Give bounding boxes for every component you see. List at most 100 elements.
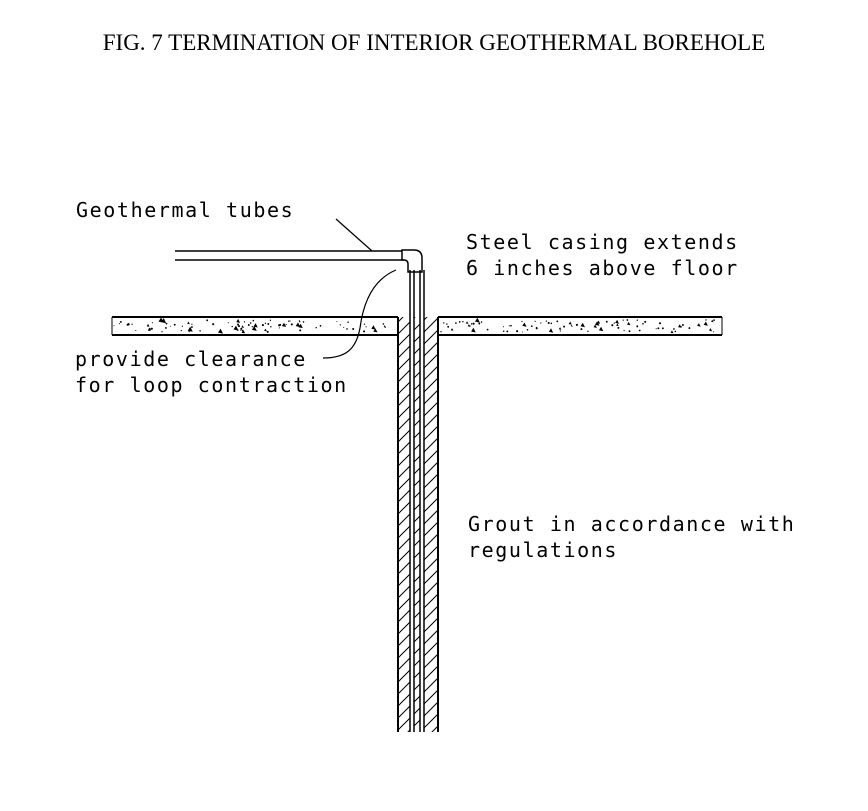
concrete-aggregate-dot [253, 323, 258, 328]
concrete-aggregate-dot [545, 320, 548, 322]
concrete-aggregate-dot [658, 322, 662, 325]
concrete-aggregate-dot [627, 321, 631, 326]
figure-title: FIG. 7 TERMINATION OF INTERIOR GEOTHERMA… [102, 30, 766, 55]
concrete-aggregate-dot [191, 323, 193, 325]
concrete-aggregate-dot [521, 331, 523, 333]
concrete-aggregate-dot [371, 325, 376, 330]
concrete-aggregate-dot [363, 330, 366, 333]
concrete-aggregate-dot [164, 326, 167, 329]
geothermal-tubes-leader [335, 218, 373, 252]
concrete-aggregate-dot [571, 325, 573, 327]
concrete-aggregate-dot [382, 323, 385, 325]
concrete-aggregate-dot [233, 325, 239, 331]
concrete-aggregate-dot [249, 322, 252, 324]
concrete-aggregate-dot [118, 323, 120, 325]
concrete-aggregate-dot [206, 319, 209, 322]
label-grout-line1: Grout in accordance with [468, 512, 795, 536]
concrete-aggregate-dot [580, 328, 583, 331]
concrete-aggregate-dot [252, 319, 255, 322]
concrete-aggregate-dot [580, 322, 585, 328]
concrete-aggregate-dot [540, 322, 542, 324]
tube-elbow [401, 249, 423, 273]
concrete-aggregate-dot [711, 319, 714, 323]
concrete-aggregate-dot [241, 325, 244, 328]
concrete-aggregate-dot [266, 330, 269, 333]
concrete-aggregate-dot [150, 327, 153, 330]
concrete-aggregate-dot [173, 323, 176, 326]
concrete-aggregate-dot [247, 324, 250, 326]
concrete-aggregate-dot [622, 319, 624, 321]
label-steel-casing-line1: Steel casing extends [466, 230, 739, 254]
concrete-aggregate-dot [636, 319, 638, 321]
concrete-aggregate-dot [475, 317, 480, 323]
concrete-aggregate-dot [346, 328, 348, 330]
concrete-aggregate-dot [231, 325, 233, 328]
concrete-aggregate-dot [710, 330, 712, 332]
concrete-aggregate-dot [187, 326, 193, 332]
concrete-aggregate-dot [661, 327, 664, 330]
concrete-aggregate-dot [526, 328, 529, 331]
concrete-aggregate-dot [628, 330, 631, 333]
concrete-aggregate-dot [670, 330, 674, 334]
concrete-aggregate-dot [131, 323, 133, 325]
concrete-aggregate-dot [550, 322, 552, 324]
concrete-aggregate-dot [570, 324, 572, 326]
concrete-aggregate-dot [113, 325, 115, 327]
concrete-aggregate-dot [506, 330, 509, 333]
concrete-aggregate-dot [674, 330, 677, 333]
concrete-floor-slab [111, 316, 723, 336]
concrete-aggregate-dot [383, 325, 386, 327]
concrete-aggregate-dot [199, 330, 201, 332]
concrete-aggregate-dot [502, 326, 505, 328]
concrete-aggregate-dot [384, 326, 386, 328]
concrete-aggregate-dot [289, 320, 291, 322]
concrete-aggregate-dot [458, 321, 461, 323]
concrete-aggregate-dot [548, 328, 554, 333]
concrete-aggregate-dot [352, 327, 355, 331]
concrete-aggregate-dot [595, 321, 600, 326]
concrete-aggregate-dot [697, 323, 701, 327]
borehole-walls [397, 317, 439, 732]
concrete-aggregate-dot [480, 321, 483, 323]
concrete-aggregate-dot [563, 325, 566, 328]
concrete-aggregate-dot [556, 320, 559, 323]
concrete-aggregate-dot [673, 328, 675, 330]
concrete-aggregate-dot [299, 321, 301, 323]
concrete-aggregate-dot [241, 329, 246, 334]
concrete-aggregate-dot [467, 324, 471, 327]
concrete-aggregate-dot [365, 326, 367, 328]
concrete-aggregate-dot [703, 321, 708, 326]
geothermal-tubes [175, 249, 425, 732]
concrete-aggregate-dot [180, 329, 182, 332]
concrete-aggregate-dot [681, 324, 684, 326]
concrete-aggregate-dot [278, 324, 281, 327]
concrete-aggregate-dot [315, 326, 317, 329]
concrete-aggregate-dot [181, 325, 184, 327]
concrete-aggregate-dot [295, 322, 301, 327]
concrete-aggregate-dot [127, 323, 130, 326]
grout-left-band [398, 317, 410, 732]
concrete-aggregate-dot [373, 328, 378, 333]
concrete-aggregate-dot [657, 327, 660, 330]
concrete-aggregate-dot [440, 331, 442, 333]
concrete-aggregate-dot [502, 330, 505, 333]
clearance-leader [322, 269, 397, 359]
concrete-aggregate-dot [188, 330, 190, 333]
concrete-aggregate-dot [558, 327, 562, 330]
concrete-aggregate-dot [148, 327, 152, 330]
concrete-aggregate-dot [443, 322, 445, 324]
concrete-aggregate-dot [285, 324, 287, 326]
concrete-aggregate-dot [236, 318, 241, 323]
concrete-aggregate-dot [212, 323, 215, 326]
concrete-aggregate-dot [522, 322, 527, 327]
concrete-aggregate-dot [559, 330, 561, 332]
grout-center-band [414, 317, 420, 732]
concrete-aggregate-dot [465, 321, 469, 324]
concrete-aggregate-dot [644, 320, 647, 323]
concrete-aggregate-dot [227, 322, 229, 324]
concrete-aggregate-dot [547, 321, 550, 325]
concrete-aggregate-dot [568, 321, 572, 325]
concrete-aggregate-dot [302, 321, 305, 323]
concrete-aggregate-dot [655, 328, 657, 330]
concrete-aggregate-dot [587, 330, 589, 333]
